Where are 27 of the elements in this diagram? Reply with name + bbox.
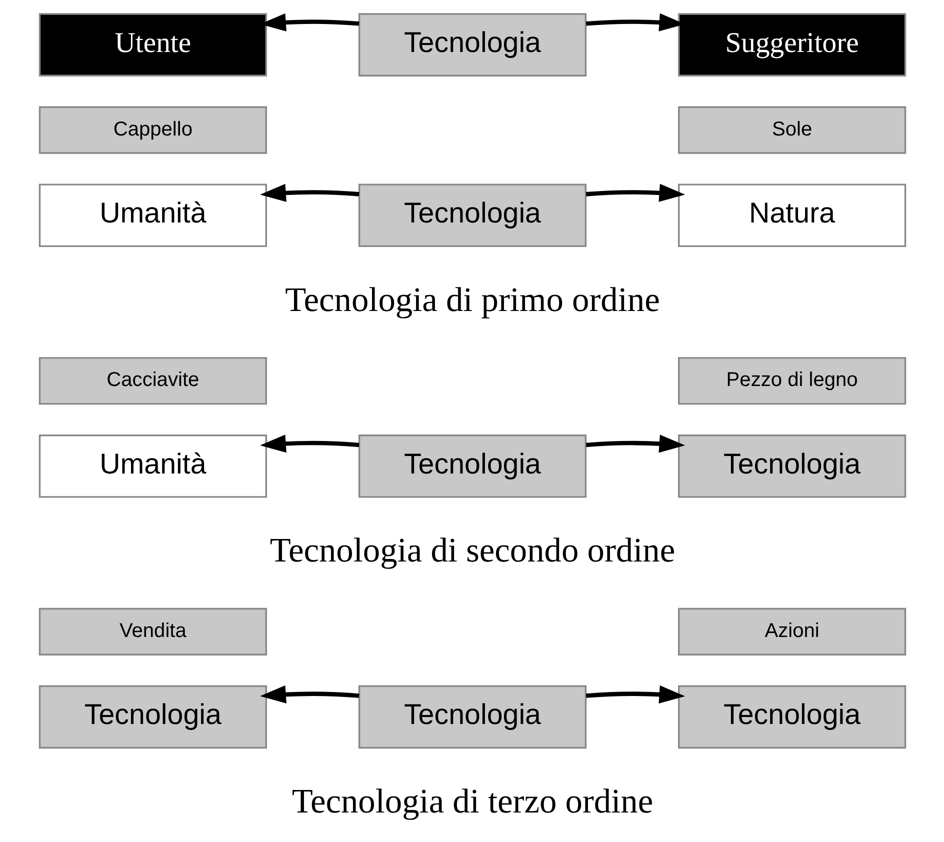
label: Tecnologia di terzo ordine — [291, 782, 653, 820]
node-box: Tecnologia — [678, 434, 906, 498]
node-box: Tecnologia — [358, 184, 586, 248]
arrow — [585, 685, 685, 704]
label: Tecnologia di primo ordine — [284, 280, 660, 319]
node-box: Umanità — [38, 434, 266, 498]
node-box: Sole — [678, 106, 906, 154]
node-box: Suggeritore — [678, 13, 906, 76]
node-box: Cappello — [38, 106, 266, 154]
node-box: Tecnologia — [358, 13, 586, 76]
node-box: Utente — [38, 13, 266, 76]
arrow — [260, 685, 359, 704]
arrow — [585, 184, 685, 202]
node-box: Vendita — [38, 608, 266, 656]
node-box: Natura — [678, 184, 906, 248]
node-box: Azioni — [678, 608, 906, 656]
node-box: Tecnologia — [358, 685, 586, 749]
node-box: Umanità — [38, 184, 266, 248]
arrow — [585, 434, 685, 453]
arrow — [260, 184, 359, 202]
label: Tecnologia di secondo ordine — [269, 532, 675, 570]
node-box: Tecnologia — [38, 685, 266, 749]
node-box: Tecnologia — [678, 685, 906, 749]
node-box: Cacciavite — [38, 357, 266, 405]
arrow — [260, 434, 359, 453]
node-box: Pezzo di legno — [678, 357, 906, 405]
node-box: Tecnologia — [358, 434, 586, 498]
